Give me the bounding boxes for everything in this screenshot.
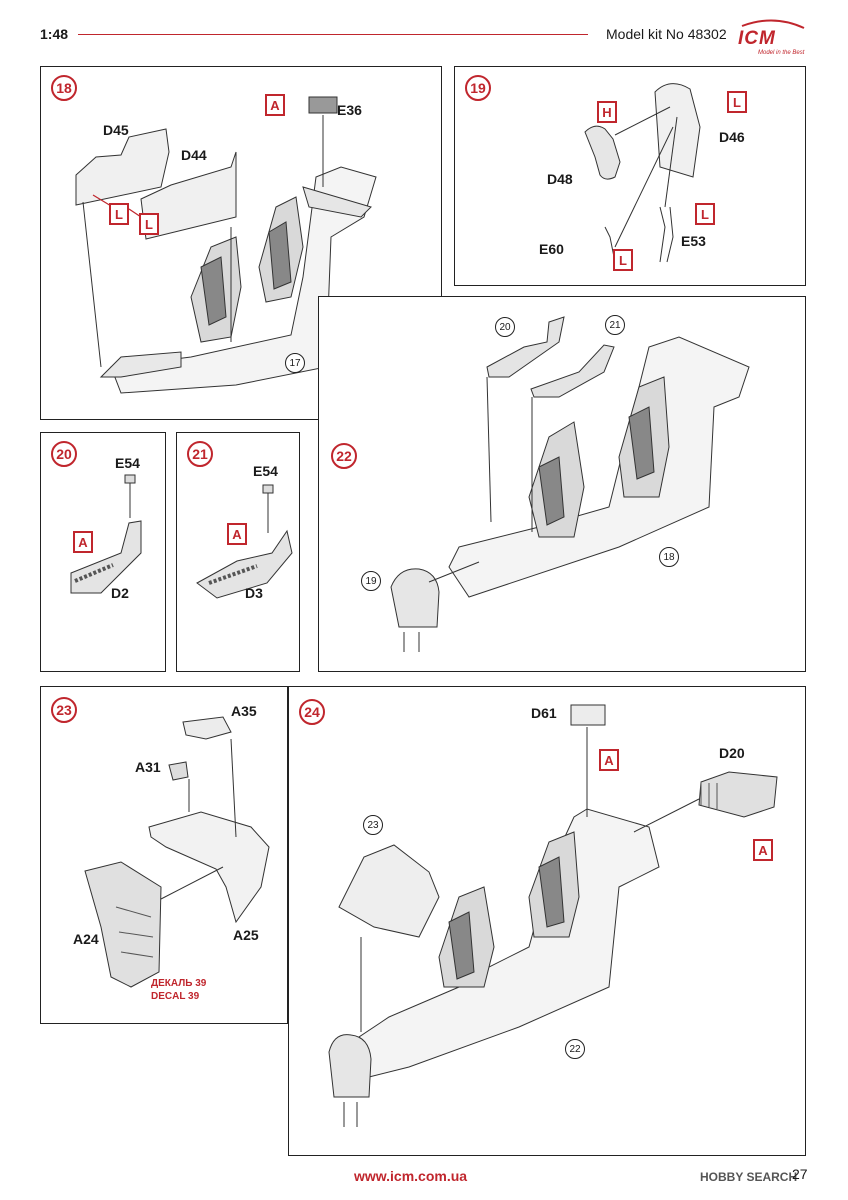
step-18-number: 18: [51, 75, 77, 101]
tag-A-2: A: [753, 839, 773, 861]
tag-L-1: L: [727, 91, 747, 113]
part-D61: D61: [531, 705, 557, 721]
step-22-panel: 22 20 21 18 19: [318, 296, 806, 672]
part-E60: E60: [539, 241, 564, 257]
step-19-panel: 19 D46 D48 E60 E53 H L L L: [454, 66, 806, 286]
part-D44: D44: [181, 147, 207, 163]
step-24-panel: 24 D61 D20 A A 23 22: [288, 686, 806, 1156]
part-D45: D45: [103, 122, 129, 138]
step-19-number: 19: [465, 75, 491, 101]
step-21-console-drawing: [196, 484, 293, 599]
ref-20: 20: [495, 317, 515, 337]
tag-H: H: [597, 101, 617, 123]
part-D3: D3: [245, 585, 263, 601]
decal-label-ru: ДЕКАЛЬ 39: [151, 978, 207, 989]
tag-A: A: [227, 523, 247, 545]
tag-L-3: L: [695, 203, 715, 225]
tag-L-1: L: [109, 203, 129, 225]
part-A31: A31: [135, 759, 161, 775]
step-22-cockpit-drawing: [390, 316, 750, 652]
ref-19: 19: [361, 571, 381, 591]
part-A25: A25: [233, 927, 259, 943]
ref-23: 23: [363, 815, 383, 835]
ref-18: 18: [659, 547, 679, 567]
step-19-seat-drawing: [584, 83, 701, 263]
step-23-number: 23: [51, 697, 77, 723]
part-D48: D48: [547, 171, 573, 187]
ref-21: 21: [605, 315, 625, 335]
header-rule: [78, 34, 588, 35]
step-20-panel: 20 E54 D2 A: [40, 432, 166, 672]
part-E54: E54: [253, 463, 278, 479]
part-E36: E36: [337, 102, 362, 118]
step-23-panel-drawing: [84, 716, 270, 988]
part-D2: D2: [111, 585, 129, 601]
logo-swoosh: [741, 19, 805, 29]
step-18-cockpit-drawing: [75, 96, 377, 394]
step-20-console-drawing: [70, 474, 142, 594]
tag-A: A: [265, 94, 285, 116]
step-23-panel: 23 A35 A31 A24 A25 ДЕКАЛЬ 39 DECAL 39: [40, 686, 288, 1024]
decal-note: ДЕКАЛЬ 39 DECAL 39: [151, 977, 206, 1003]
step-22-number: 22: [331, 443, 357, 469]
step-21-number: 21: [187, 441, 213, 467]
website-link[interactable]: www.icm.com.ua: [354, 1168, 468, 1184]
part-E53: E53: [681, 233, 706, 249]
tag-A-1: A: [599, 749, 619, 771]
decal-label-en: DECAL 39: [151, 991, 200, 1002]
step-20-number: 20: [51, 441, 77, 467]
tag-L-2: L: [613, 249, 633, 271]
step-24-number: 24: [299, 699, 325, 725]
model-kit-number: Model kit No 48302: [606, 26, 727, 42]
tag-L-2: L: [139, 213, 159, 235]
icm-logo: ICM Model in the Best: [738, 18, 808, 60]
ref-17: 17: [285, 353, 305, 373]
step-18-panel: 18 D45 D44 E36 L L A 17: [40, 66, 442, 420]
step-21-panel: 21 E54 D3 A: [176, 432, 300, 672]
part-A35: A35: [231, 703, 257, 719]
logo-tagline: Model in the Best: [758, 50, 805, 56]
part-D46: D46: [719, 129, 745, 145]
part-A24: A24: [73, 931, 99, 947]
ref-22: 22: [565, 1039, 585, 1059]
part-D20: D20: [719, 745, 745, 761]
scale-label: 1:48: [40, 26, 69, 42]
tag-A: A: [73, 531, 93, 553]
watermark: HOBBY SEARCH: [700, 1170, 798, 1184]
step-24-cockpit-drawing: [328, 704, 778, 1127]
part-E54: E54: [115, 455, 140, 471]
page-number: 27: [792, 1166, 808, 1182]
logo-wordmark: ICM: [738, 28, 776, 49]
